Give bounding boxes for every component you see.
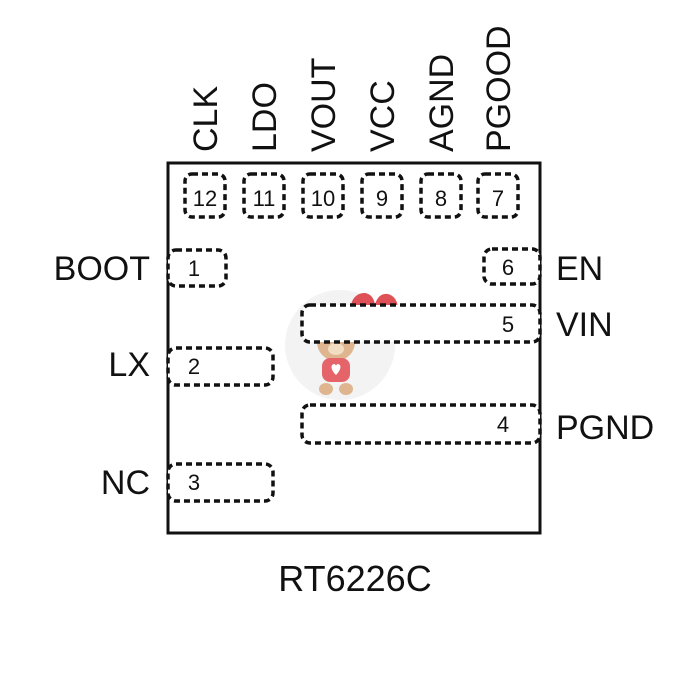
pin-name-boot: BOOT <box>54 250 150 288</box>
pin-number-10: 10 <box>311 186 335 211</box>
pin-name-lx: LX <box>108 346 150 384</box>
pad-6 <box>482 247 542 286</box>
pin-number-3: 3 <box>188 470 200 495</box>
pad-10 <box>301 172 345 219</box>
pad-5 <box>300 303 542 344</box>
pin-number-7: 7 <box>492 186 504 211</box>
pin-number-8: 8 <box>435 186 447 211</box>
pin-number-11: 11 <box>253 186 276 211</box>
pin-number-5: 5 <box>502 312 514 337</box>
pad-8 <box>419 172 463 219</box>
pin-name-vout: VOUT <box>305 58 343 152</box>
pin-number-4: 4 <box>497 412 509 437</box>
pin-number-1: 1 <box>188 256 200 281</box>
pin-name-pgood: PGOOD <box>480 25 518 152</box>
pad-9 <box>360 172 404 219</box>
pad-3 <box>166 462 275 503</box>
pad-4 <box>300 403 542 445</box>
pin-name-ldo: LDO <box>246 82 284 152</box>
package-body <box>166 161 542 535</box>
pin-number-9: 9 <box>376 186 388 211</box>
pin-number-2: 2 <box>188 354 200 379</box>
pad-2 <box>166 346 275 387</box>
part-number: RT6226C <box>278 558 431 599</box>
pad-11 <box>242 172 286 219</box>
pad-12 <box>183 172 227 219</box>
pin-name-nc: NC <box>101 464 150 502</box>
pin-number-12: 12 <box>193 186 217 211</box>
pin-name-vcc: VCC <box>364 80 402 152</box>
pin-name-en: EN <box>556 250 603 288</box>
pin-number-6: 6 <box>502 255 514 280</box>
pin-name-vin: VIN <box>556 306 613 344</box>
pin-name-agnd: AGND <box>423 54 461 152</box>
pad-7 <box>476 172 520 219</box>
pad-1 <box>166 248 228 288</box>
pin-name-pgnd: PGND <box>556 409 654 447</box>
pin-name-clk: CLK <box>187 86 225 152</box>
